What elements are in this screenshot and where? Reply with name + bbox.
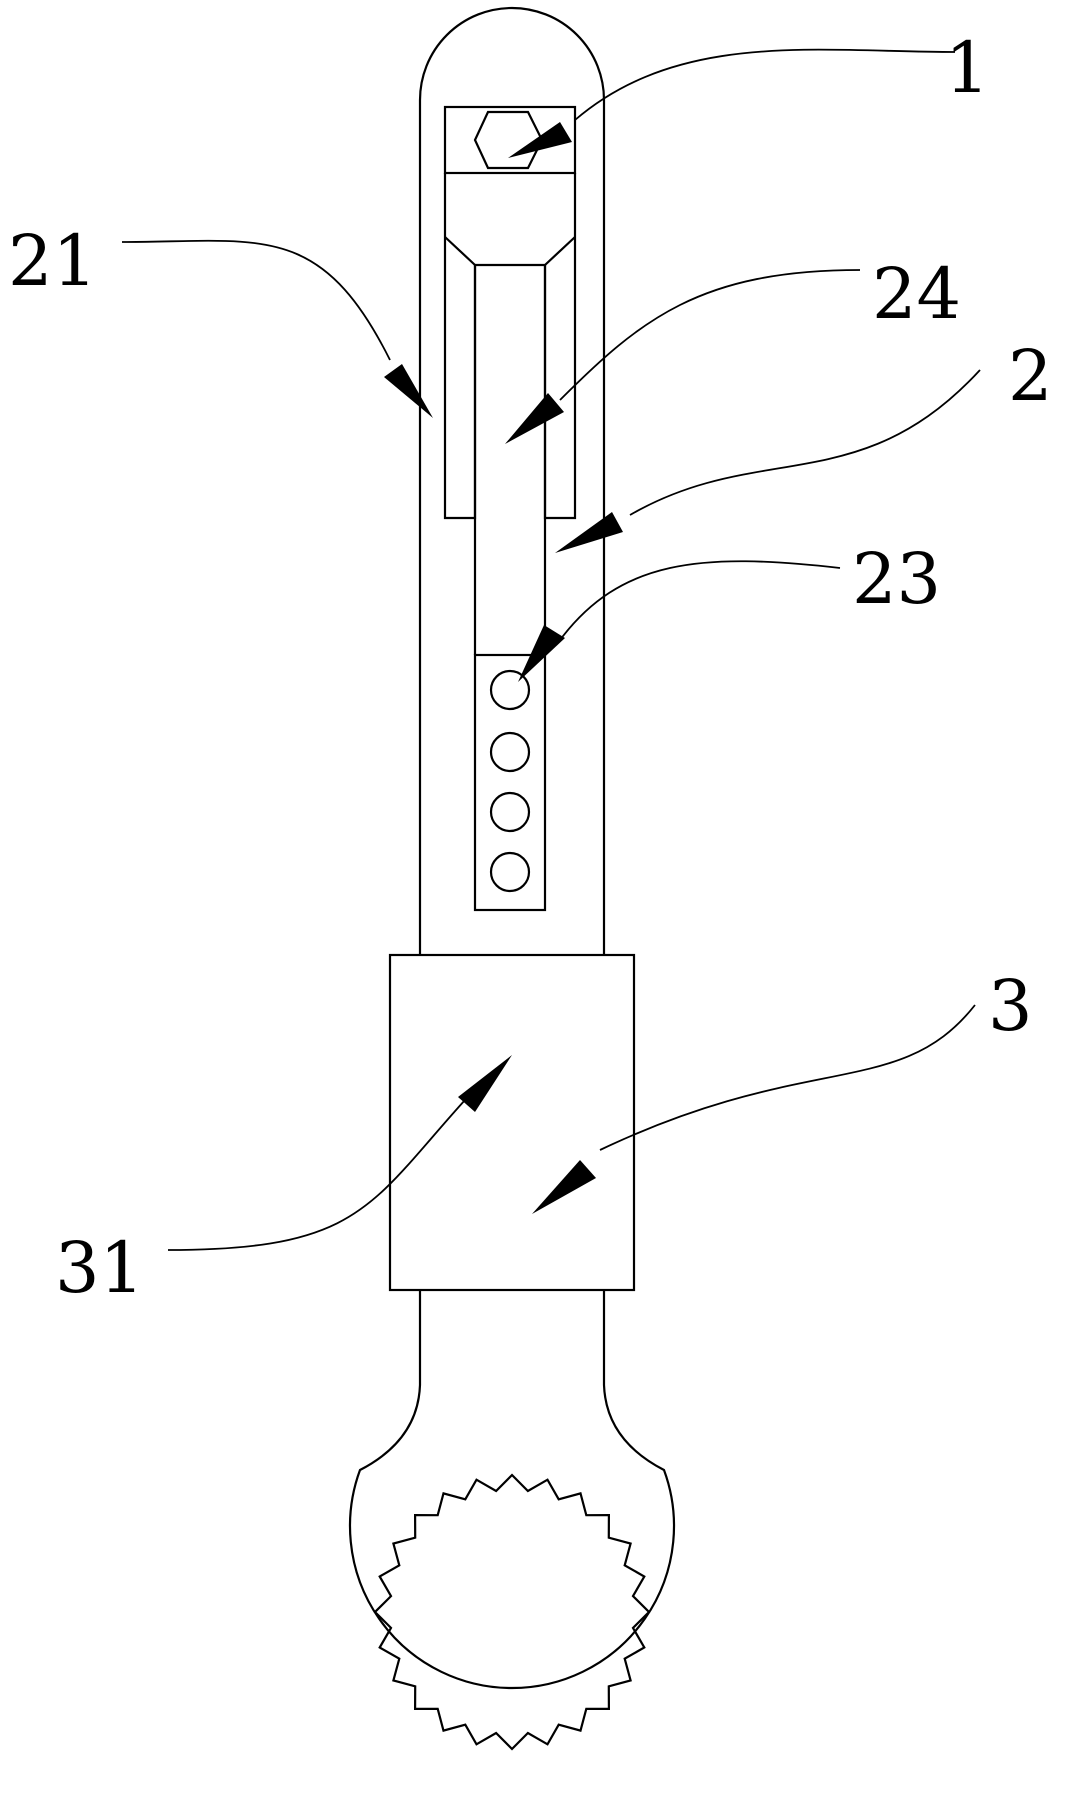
leader-24 [505,269,861,444]
callout-23: 23 [852,538,941,620]
handle-outline [418,6,606,955]
leader-23 [518,560,841,682]
callout-2: 2 [1008,335,1053,417]
leader-2 [555,369,981,553]
callout-31: 31 [55,1227,144,1309]
callout-3: 3 [988,965,1033,1047]
adjust-hole-4 [489,851,531,893]
leader-21 [121,239,433,418]
top-slot [443,105,577,175]
ring-teeth [373,1473,651,1751]
callout-1: 1 [945,27,990,109]
adjust-hole-2 [489,731,531,773]
adjust-hole-3 [489,791,531,833]
ring-end-outline [348,1290,676,1690]
leader-1 [508,48,956,158]
collar-block [388,953,636,1292]
inner-sleeve [443,173,577,520]
leader-31 [167,1055,512,1251]
leader-3 [532,1004,976,1214]
adjust-hole-1 [489,669,531,711]
sliding-rod [473,265,547,655]
inner-sleeve-taper [444,236,576,266]
hole-plate [473,653,547,912]
hex-socket [473,110,544,170]
callout-24: 24 [872,253,961,335]
callout-21: 21 [8,220,97,302]
